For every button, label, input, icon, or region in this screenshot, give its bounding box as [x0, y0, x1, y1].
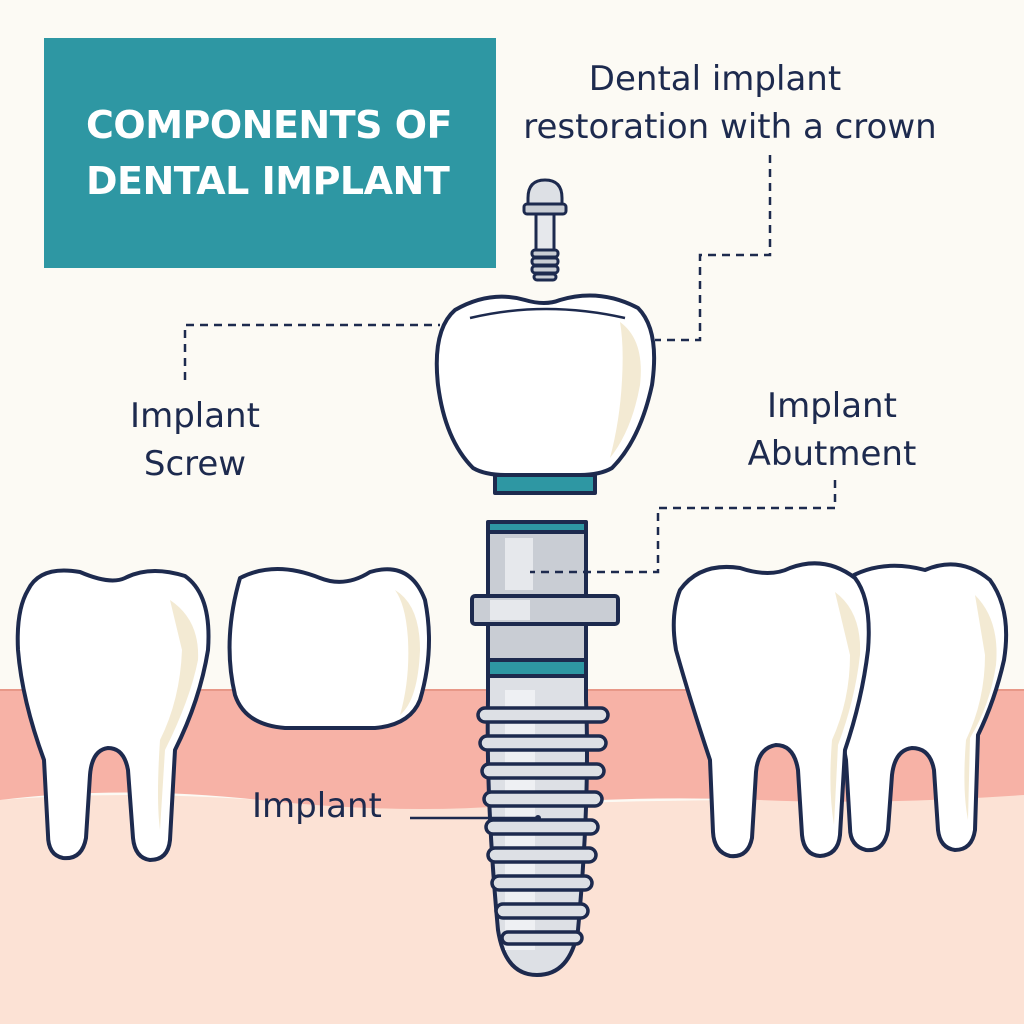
leader-lines [183, 155, 837, 574]
implant-fixture-part [476, 674, 610, 977]
title-line-1: COMPONENTS OF [86, 103, 453, 147]
abutment-leader-line [530, 480, 837, 574]
implant-abutment-part [470, 520, 620, 678]
restoration-label-line-2: restoration with a crown [523, 107, 937, 147]
screw-label: Implant Screw [110, 392, 280, 488]
title-box: COMPONENTS OF DENTAL IMPLANT [44, 38, 496, 268]
abutment-label-line-2: Abutment [747, 434, 917, 474]
restoration-leader-line [655, 155, 772, 342]
implant-crown [434, 293, 657, 495]
restoration-label: Dental implant restoration with a crown [523, 55, 936, 151]
screw-label-line-2: Screw [143, 444, 247, 484]
implant-screw-part [522, 178, 568, 282]
abutment-label-line-1: Implant [767, 386, 897, 426]
left-molar-tooth [15, 568, 211, 862]
right-molar-teeth [671, 561, 1009, 859]
restoration-label-line-1: Dental implant [588, 59, 842, 99]
premolar-crown [227, 567, 431, 730]
screw-label-line-1: Implant [130, 396, 260, 436]
title-line-2: DENTAL IMPLANT [86, 159, 450, 203]
abutment-label: Implant Abutment [722, 382, 942, 478]
implant-label: Implant [252, 786, 382, 826]
screw-leader-line [183, 323, 440, 380]
